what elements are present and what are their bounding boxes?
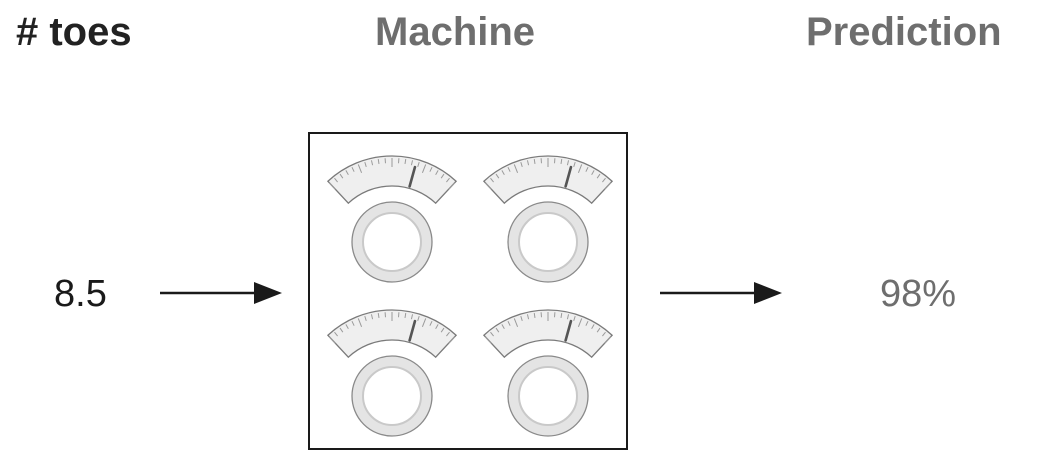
gauge-tick bbox=[440, 173, 445, 179]
gauge-tick bbox=[339, 327, 344, 333]
gauge-tick bbox=[526, 160, 530, 166]
gauge-tick bbox=[364, 161, 367, 168]
gauge-tick bbox=[370, 314, 374, 320]
gauge-tick bbox=[513, 318, 519, 327]
gauge-tick bbox=[604, 336, 612, 344]
gauge-tick bbox=[377, 158, 380, 165]
gauge-tick bbox=[560, 158, 563, 165]
output-arrow bbox=[660, 282, 782, 304]
gauge-tick bbox=[484, 336, 492, 344]
gauge-tick bbox=[585, 166, 589, 172]
gauge-tick bbox=[560, 312, 563, 319]
gauge-tick bbox=[602, 177, 606, 183]
gauge-tick bbox=[566, 314, 570, 320]
gauge-tick bbox=[435, 324, 439, 329]
gauge-tick bbox=[410, 314, 414, 320]
gauge-tick bbox=[566, 160, 570, 166]
gauge-tick bbox=[585, 320, 589, 326]
knob bbox=[507, 201, 589, 283]
machine-header: Machine bbox=[375, 10, 536, 54]
gauge-tick bbox=[429, 166, 433, 172]
gauge-tick bbox=[328, 182, 336, 190]
gauge-tick bbox=[577, 318, 583, 327]
gauge-tick bbox=[507, 166, 511, 172]
knob bbox=[507, 355, 589, 437]
knob bbox=[351, 355, 433, 437]
gauge-tick bbox=[417, 315, 420, 322]
machine-box bbox=[308, 132, 628, 450]
gauge-needle bbox=[408, 319, 417, 342]
prediction-header: Prediction bbox=[806, 10, 1002, 54]
prediction-value: 98% bbox=[880, 273, 957, 315]
gauge-tick bbox=[339, 173, 344, 179]
gauge-tick bbox=[404, 158, 407, 165]
gauge-tick bbox=[520, 161, 523, 168]
gauge-tick bbox=[573, 161, 576, 168]
gauge-tick bbox=[495, 173, 500, 179]
gauge-tick bbox=[334, 177, 338, 183]
knob bbox=[351, 201, 433, 283]
gauge-tick bbox=[357, 318, 363, 327]
gauge-tick bbox=[446, 177, 450, 183]
gauge-knob-unit-2 bbox=[482, 155, 614, 283]
gauge-tick bbox=[357, 164, 363, 173]
gauge-tick bbox=[421, 164, 427, 173]
gauge-tick bbox=[533, 312, 536, 319]
gauge-tick bbox=[377, 312, 380, 319]
gauge-tick bbox=[429, 320, 433, 326]
gauge-tick bbox=[490, 331, 494, 337]
gauge-tick bbox=[526, 314, 530, 320]
gauge-knob-unit-4 bbox=[482, 309, 614, 437]
gauge-needle bbox=[564, 165, 573, 188]
gauge-tick bbox=[370, 160, 374, 166]
gauge-tick bbox=[440, 327, 445, 333]
gauge bbox=[482, 155, 614, 205]
gauge-tick bbox=[345, 324, 349, 329]
gauge-tick bbox=[604, 182, 612, 190]
gauge-tick bbox=[410, 160, 414, 166]
gauge-tick bbox=[404, 312, 407, 319]
gauge bbox=[326, 309, 458, 359]
gauge-tick bbox=[446, 331, 450, 337]
gauge-knob-unit-3 bbox=[326, 309, 458, 437]
input-arrow bbox=[160, 282, 282, 304]
gauge-tick bbox=[596, 173, 601, 179]
gauge-tick bbox=[520, 315, 523, 322]
gauge-tick bbox=[328, 336, 336, 344]
gauge bbox=[482, 309, 614, 359]
gauge-tick bbox=[573, 315, 576, 322]
gauge-needle bbox=[408, 165, 417, 188]
gauge-tick bbox=[448, 336, 456, 344]
gauge-tick bbox=[533, 158, 536, 165]
gauge-tick bbox=[501, 170, 505, 175]
gauge-tick bbox=[351, 320, 355, 326]
gauge-tick bbox=[417, 161, 420, 168]
gauge-tick bbox=[351, 166, 355, 172]
gauge-tick bbox=[507, 320, 511, 326]
gauge-tick bbox=[345, 170, 349, 175]
gauge-knob-unit-1 bbox=[326, 155, 458, 283]
gauge-tick bbox=[435, 170, 439, 175]
gauge-tick bbox=[334, 331, 338, 337]
gauge-tick bbox=[602, 331, 606, 337]
gauge bbox=[326, 155, 458, 205]
input-value: 8.5 bbox=[54, 273, 107, 315]
gauge-tick bbox=[577, 164, 583, 173]
gauge-tick bbox=[591, 324, 595, 329]
input-header: # toes bbox=[16, 10, 132, 54]
gauge-tick bbox=[490, 177, 494, 183]
gauge-tick bbox=[448, 182, 456, 190]
gauge-tick bbox=[484, 182, 492, 190]
gauge-tick bbox=[501, 324, 505, 329]
gauge-tick bbox=[421, 318, 427, 327]
gauge-tick bbox=[596, 327, 601, 333]
gauge-tick bbox=[364, 315, 367, 322]
gauge-tick bbox=[591, 170, 595, 175]
gauge-needle bbox=[564, 319, 573, 342]
gauge-tick bbox=[513, 164, 519, 173]
gauge-tick bbox=[495, 327, 500, 333]
